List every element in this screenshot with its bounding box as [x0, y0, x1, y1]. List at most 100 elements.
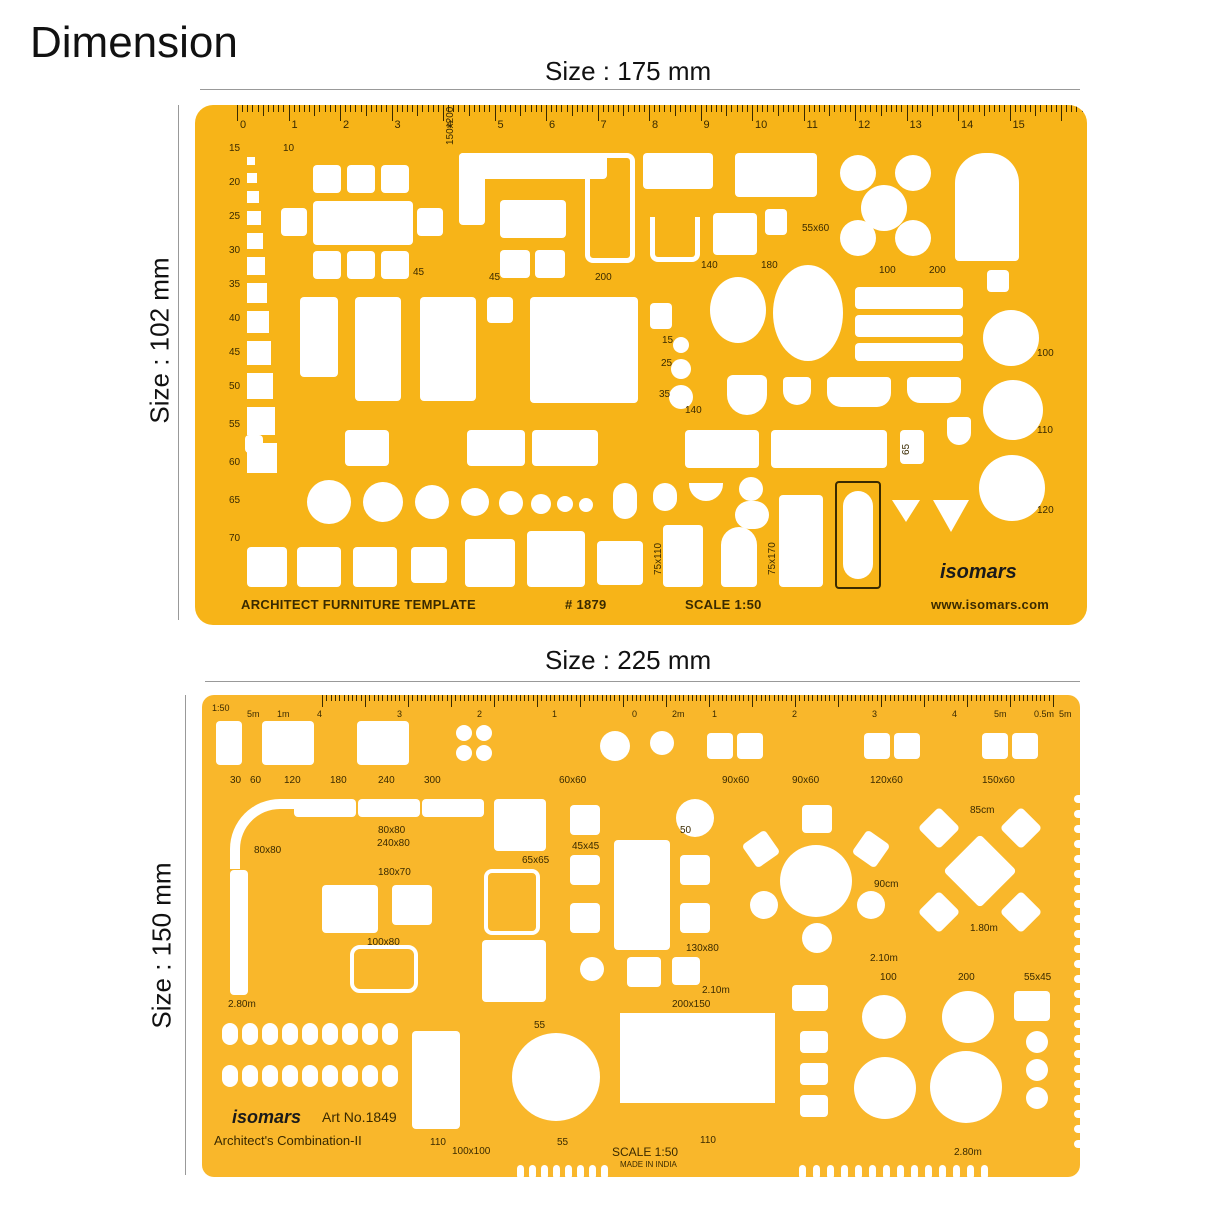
edge-notch: [1074, 870, 1080, 878]
ruler-tick: [556, 105, 558, 112]
edge-notch: [1074, 945, 1080, 953]
label-15: 15: [662, 335, 674, 346]
square-shape: [800, 1063, 828, 1085]
label-240x80: 240x80: [377, 838, 410, 849]
ruler-tick: [710, 105, 712, 112]
edge-notch: [553, 1165, 560, 1177]
chair-shape: [627, 957, 661, 987]
l-sofa-shape: [459, 153, 485, 225]
ruler-tick: [571, 695, 573, 701]
ruler-tick: [984, 695, 986, 701]
wc-shape: [613, 483, 637, 519]
edge-notch: [589, 1165, 596, 1177]
wavy-chair-shape: [382, 1065, 398, 1087]
edge-notch: [1074, 1005, 1080, 1013]
ruler-tick: [584, 695, 586, 701]
square-shape: [494, 799, 546, 851]
ruler-tick: [846, 695, 848, 701]
left-scale-number: 30: [229, 245, 241, 256]
ruler-tick: [679, 105, 681, 112]
left-scale-number: 40: [229, 313, 241, 324]
ruler-tick: [687, 695, 689, 701]
ruler-tick: [370, 105, 372, 112]
ruler-tick: [1081, 105, 1083, 112]
ruler-tick: [988, 695, 990, 701]
circle-shape: [942, 991, 994, 1043]
ruler-number: 12: [858, 119, 871, 131]
ruler-tick: [760, 695, 762, 701]
chair-shape: [713, 213, 757, 255]
chair-shape: [802, 805, 832, 833]
edge-notch: [925, 1165, 932, 1177]
circle-shape: [669, 385, 693, 409]
ruler-number: 2: [343, 119, 350, 131]
ruler-tick: [489, 695, 491, 701]
ruler-tick: [347, 695, 349, 701]
ruler-tick: [381, 105, 383, 112]
label-100x100: 2.80m: [954, 1147, 982, 1158]
ruler-tick: [330, 695, 332, 701]
ruler-number: 13: [909, 119, 922, 131]
label-10: 10: [283, 143, 295, 154]
edge-notch: [869, 1165, 876, 1177]
ruler-tick: [1010, 695, 1011, 707]
ruler-tick: [808, 105, 810, 112]
oval-shape: [710, 277, 766, 343]
chair-shape: [535, 250, 565, 278]
ruler-tick: [373, 695, 375, 701]
ruler-tick: [659, 105, 661, 112]
round-table-shape: [780, 845, 852, 917]
ruler-tick: [412, 695, 414, 701]
wavy-chair-shape: [302, 1065, 318, 1087]
ruler-tick: [988, 105, 990, 112]
circle-shape: [983, 380, 1043, 440]
ruler-tick: [924, 695, 925, 707]
ruler-tick: [459, 695, 461, 701]
ruler-tick: [519, 695, 521, 701]
label-110: 100x100: [452, 1146, 491, 1157]
ruler-tick: [463, 695, 465, 701]
square-shape: [247, 311, 269, 333]
ruler-tick: [540, 105, 542, 112]
ruler-tick: [739, 695, 741, 701]
ruler-tick: [932, 695, 934, 701]
square-shape: [864, 733, 890, 759]
ruler-tick: [928, 695, 930, 701]
ruler-tick: [463, 105, 465, 112]
ruler-tick: [283, 105, 285, 112]
ruler-tick: [786, 695, 788, 701]
ruler-tick: [468, 695, 470, 701]
square-shape: [1014, 991, 1050, 1021]
circle-shape: [671, 359, 691, 379]
chair-shape: [417, 208, 443, 236]
l-desk-shape: [620, 1013, 775, 1103]
ruler-tick: [885, 695, 887, 701]
label-120x80: 110: [700, 1135, 716, 1146]
ruler-tick: [509, 105, 511, 112]
ruler-tick: [795, 695, 796, 707]
ruler-tick: [860, 105, 862, 112]
ruler-tick: [799, 695, 801, 701]
chair-shape: [347, 251, 375, 279]
bench-shape: [855, 287, 963, 309]
ruler-tick: [999, 105, 1001, 112]
edge-notch: [813, 1165, 820, 1177]
circle-shape: [854, 1057, 916, 1119]
circle-shape: [557, 496, 573, 512]
edge-notch: [565, 1165, 572, 1177]
ruler-tick: [1024, 105, 1026, 112]
ruler-number: 14: [961, 119, 974, 131]
ruler-tick: [726, 695, 728, 701]
label-30: 30: [230, 775, 242, 786]
armchair-outline-shape: [650, 217, 700, 262]
ruler-tick: [764, 695, 766, 701]
ruler-tick: [691, 695, 693, 701]
square-shape: [247, 341, 271, 365]
square-shape: [245, 435, 263, 453]
armchair-outline-shape: [350, 945, 418, 993]
ruler-tick: [504, 105, 506, 112]
ruler-tick: [386, 105, 388, 112]
ruler-tick: [355, 105, 357, 112]
circle-shape: [512, 1033, 600, 1121]
ruler-tick: [602, 105, 604, 112]
